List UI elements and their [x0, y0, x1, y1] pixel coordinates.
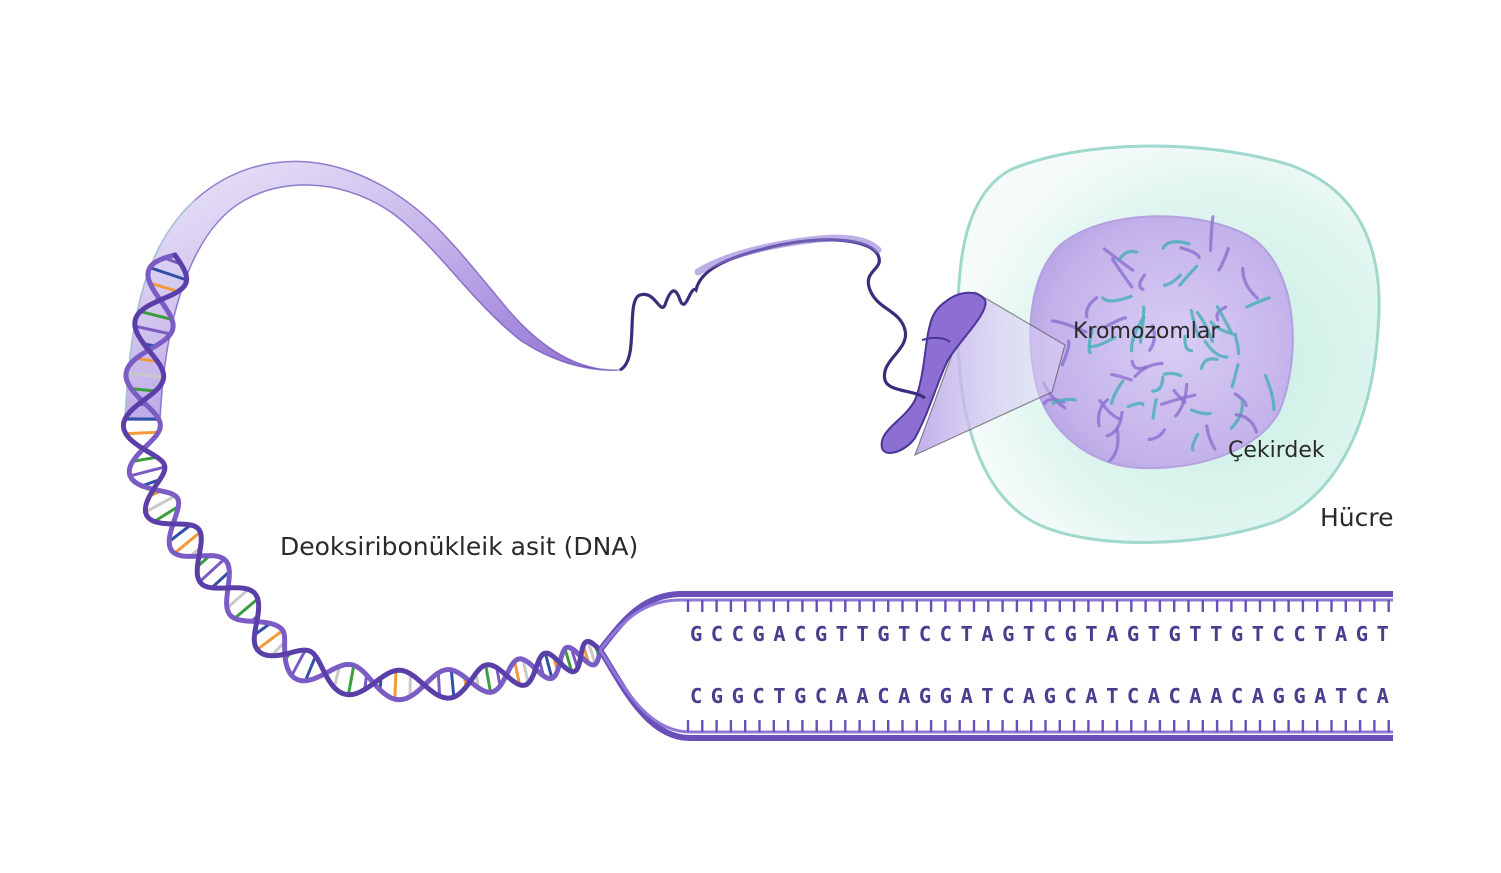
- helix-base-pair: [586, 640, 597, 665]
- chromosome-fragment: [1051, 397, 1077, 405]
- chromosome-fragment: [1084, 296, 1099, 319]
- helix-base-pair: [233, 597, 259, 620]
- helix-base-pair: [449, 669, 456, 698]
- chromosome-fragment: [1098, 399, 1122, 421]
- helix-base-pair: [134, 324, 171, 336]
- chromosome-fragment: [1148, 324, 1157, 352]
- helix-base-pair: [563, 648, 574, 673]
- helix-base-pair: [256, 629, 284, 651]
- helix-base-pair: [304, 655, 317, 682]
- helix-base-pair: [226, 588, 250, 610]
- chromosome-fragment: [1108, 427, 1120, 463]
- chromosome-fragment: [1205, 424, 1217, 451]
- helix-base-pair: [149, 281, 179, 293]
- chromosome-fragment: [1195, 311, 1214, 343]
- helix-base-pair: [210, 570, 231, 589]
- helix-base-pair: [129, 465, 166, 478]
- double-helix: [120, 252, 603, 703]
- chromosome-fragment: [1060, 339, 1071, 367]
- dna-ladder: [597, 591, 1393, 741]
- helix-base-pair: [131, 387, 156, 393]
- chromosome-fragment: [1215, 305, 1228, 322]
- chromosome-fragment: [1190, 432, 1200, 452]
- helix-base-pair: [125, 371, 164, 379]
- chromosome-fragment: [1183, 334, 1193, 353]
- chromosome-fragment: [1215, 305, 1233, 334]
- helix-base-pair: [543, 652, 554, 679]
- chromosome-fragment: [1111, 257, 1134, 289]
- helix-base-pair: [484, 664, 492, 693]
- chromosome-fragment: [1189, 308, 1201, 338]
- helix-base-pair: [332, 665, 341, 688]
- chromosome-fragment: [1190, 408, 1212, 416]
- chromosome-fragment: [1245, 296, 1271, 309]
- label-dna: Deoksiribonükleik asit (DNA): [280, 532, 638, 561]
- chromosome-fragment: [1172, 389, 1187, 404]
- sequence-bottom-strand: CGGCTGCAACAGGATCAGCATCACAACAGGATCA: [690, 684, 1390, 708]
- chromosome-fragment: [1110, 373, 1133, 382]
- chromosome-fragment: [1179, 246, 1201, 260]
- helix-base-pair: [521, 659, 530, 684]
- chromosome-fragment: [1209, 320, 1238, 337]
- helix-base-pair: [132, 455, 158, 463]
- chromosome-fragment: [1209, 215, 1215, 252]
- chromosome-fragment: [1234, 413, 1259, 434]
- chromosome-fragment: [1162, 371, 1183, 378]
- chromosome-fragment: [1088, 335, 1117, 349]
- label-nucleus: Çekirdek: [1228, 438, 1325, 463]
- chromatin-ribbon: [124, 160, 621, 421]
- helix-base-pair: [198, 557, 226, 583]
- helix-base-pair: [513, 660, 522, 686]
- chromosome-fragment: [1217, 246, 1230, 272]
- helix-base-pair: [125, 430, 159, 436]
- chromosome-fragment: [1147, 428, 1166, 442]
- chromosome-fragment: [1233, 334, 1241, 356]
- chromosome-fragment: [1178, 264, 1199, 287]
- chromosome-fragment: [1102, 316, 1127, 330]
- chromosome-fragment: [1138, 305, 1146, 344]
- helix-base-pair: [346, 664, 356, 695]
- helix-base-pair: [168, 523, 192, 543]
- helix-strand-b: [120, 252, 603, 701]
- ladder-ticks: [686, 600, 1390, 732]
- helix-base-pair: [393, 670, 398, 700]
- helix-base-pair: [139, 310, 173, 321]
- chromosome-fragment: [1102, 247, 1135, 272]
- chromosome-fragment: [1151, 375, 1165, 393]
- chromosome-fragment: [1241, 266, 1259, 300]
- chromosome-fragment: [1050, 319, 1088, 334]
- chromosome-fragment: [1126, 401, 1145, 409]
- helix-strand-a: [123, 252, 603, 703]
- chromosome-fragment: [1263, 374, 1276, 412]
- helix-base-pair: [290, 649, 307, 677]
- chromosome-fragment: [1162, 273, 1183, 287]
- helix-base-pair: [149, 266, 188, 282]
- chromosome-fragment: [1096, 398, 1110, 428]
- chromosome-fragment: [1117, 249, 1139, 262]
- chromosome-fragment: [1087, 328, 1094, 355]
- helix-base-pair: [136, 356, 158, 364]
- chromosome-fragment: [1151, 398, 1158, 420]
- label-chromosomes: Kromozomlar: [1073, 319, 1220, 344]
- helix-base-pair: [436, 672, 442, 697]
- chromosome-fragment: [1161, 240, 1191, 250]
- chromosome-segment: [880, 291, 987, 454]
- zoom-cone: [913, 291, 1066, 457]
- chromosome-fragment: [1203, 339, 1229, 359]
- chromosome-fragment: [1101, 294, 1133, 303]
- chromosome-fragment: [1109, 379, 1125, 405]
- sequence-top-strand: GCCGACGTTGTCCTAGTCGTAGTGTTGTCCTAGT: [690, 622, 1390, 646]
- label-cell: Hücre: [1320, 503, 1394, 532]
- helix-base-pair: [144, 494, 177, 514]
- helix-base-pairs: [124, 256, 601, 700]
- helix-base-pair: [153, 505, 180, 523]
- chromosome-fragment: [1138, 273, 1146, 291]
- coiled-fiber: [619, 234, 926, 400]
- chromosome-fragment: [1130, 359, 1148, 371]
- helix-base-pair: [173, 530, 202, 555]
- chromosome-fragment: [1230, 363, 1240, 389]
- chromosome-fragment: [1199, 357, 1219, 371]
